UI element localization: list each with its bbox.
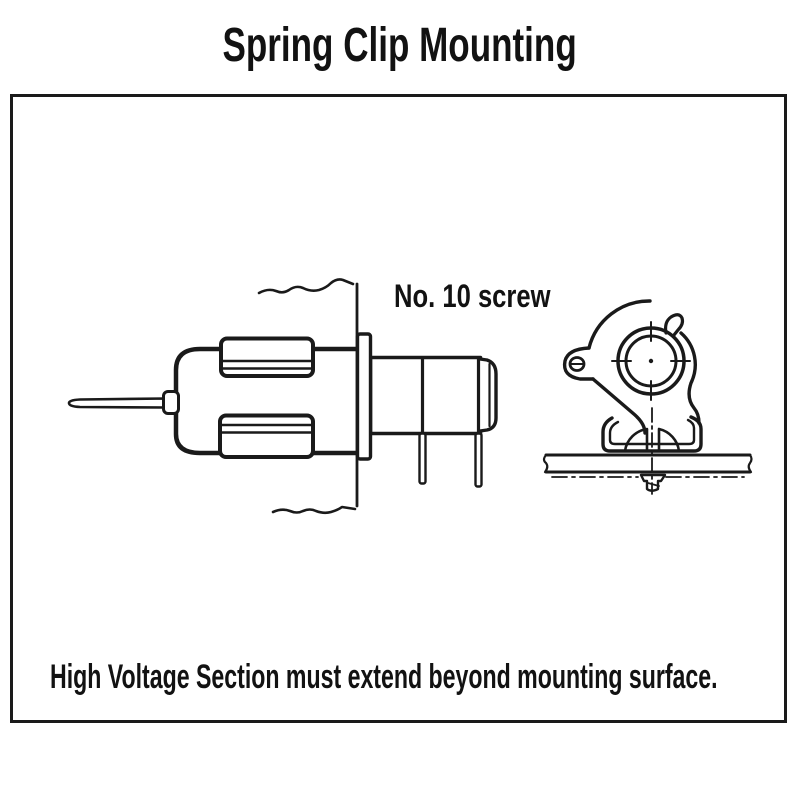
tab-lower-edge	[591, 377, 647, 435]
base-arch	[623, 427, 681, 453]
end-cap	[478, 357, 498, 433]
panel-break-line-top	[257, 278, 355, 295]
figure-frame	[10, 94, 787, 723]
device-side-view	[67, 278, 498, 515]
page-title-text: Spring Clip Mounting	[222, 19, 578, 72]
center-mark	[648, 358, 654, 364]
high-voltage-section	[368, 355, 483, 436]
no10-screw	[639, 473, 667, 492]
clip-arm-arc	[587, 299, 652, 350]
terminal-pin-2	[474, 432, 483, 488]
lead-nub	[162, 390, 180, 415]
terminal-pin-1	[418, 432, 427, 485]
screw-label: No. 10 screw	[394, 280, 590, 312]
segment-dividers	[420, 356, 481, 435]
panel-break-line-bottom	[271, 505, 357, 515]
screw-label-text: No. 10 screw	[394, 278, 551, 314]
clip-hook	[663, 313, 685, 337]
clip-rim	[679, 331, 701, 425]
lead-wire	[67, 397, 168, 409]
figure-caption: High Voltage Section must extend beyond …	[50, 658, 800, 696]
mounting-panel	[257, 278, 359, 515]
spring-clip-end-view	[542, 299, 753, 495]
flange	[355, 332, 373, 461]
figure-caption-text: High Voltage Section must extend beyond …	[50, 658, 718, 696]
centerline-ticks	[611, 321, 691, 401]
spring-clip-band-top	[219, 336, 315, 378]
clip-mounting-tab	[562, 346, 647, 435]
page-title: Spring Clip Mounting	[0, 22, 800, 70]
spring-clip-band-bottom	[218, 413, 315, 459]
mounting-plate	[542, 453, 753, 478]
